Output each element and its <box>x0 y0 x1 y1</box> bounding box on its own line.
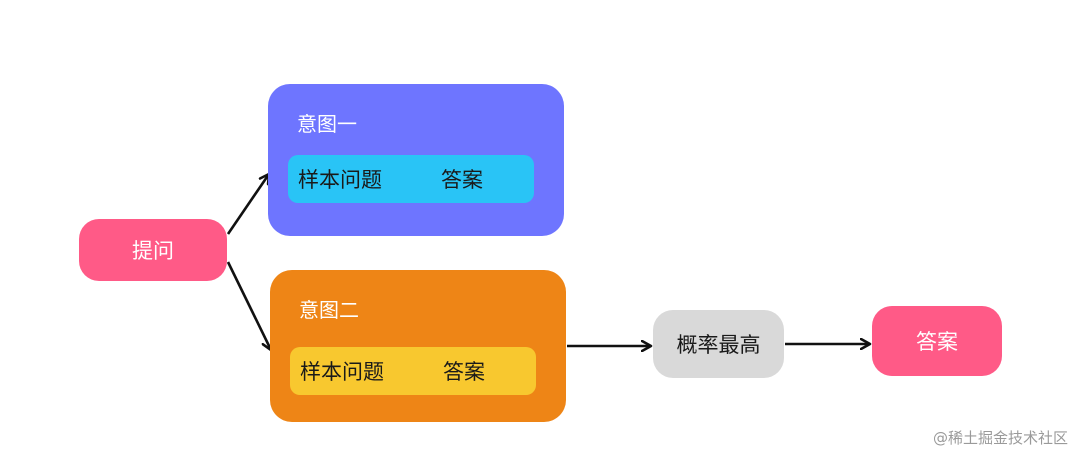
intent-2-sample-row: 样本问题 答案 <box>290 347 536 395</box>
final-answer-label: 答案 <box>916 330 958 354</box>
intent-1-sample-question: 样本问题 <box>298 168 382 192</box>
ask-label: 提问 <box>132 239 174 263</box>
max-probability-label: 概率最高 <box>676 333 761 357</box>
arrow-ask-to-intent-1 <box>226 174 269 235</box>
intent-1-title: 意图一 <box>297 112 357 136</box>
intent-2-box: 意图二 样本问题 答案 <box>270 270 566 422</box>
intent-2-sample-question: 样本问题 <box>300 360 384 384</box>
intent-2-title: 意图二 <box>299 298 359 322</box>
intent-1-box: 意图一 样本问题 答案 <box>268 84 564 236</box>
watermark: @稀土掘金技术社区 <box>932 429 1068 447</box>
arrow-ask-to-intent-2 <box>226 261 271 350</box>
intent-2-sample-answer: 答案 <box>443 360 485 384</box>
intent-1-sample-row: 样本问题 答案 <box>288 155 534 203</box>
intent-1-sample-answer: 答案 <box>441 168 483 192</box>
max-probability-node: 概率最高 <box>653 310 784 378</box>
ask-node: 提问 <box>79 219 227 281</box>
final-answer-node: 答案 <box>872 306 1002 376</box>
